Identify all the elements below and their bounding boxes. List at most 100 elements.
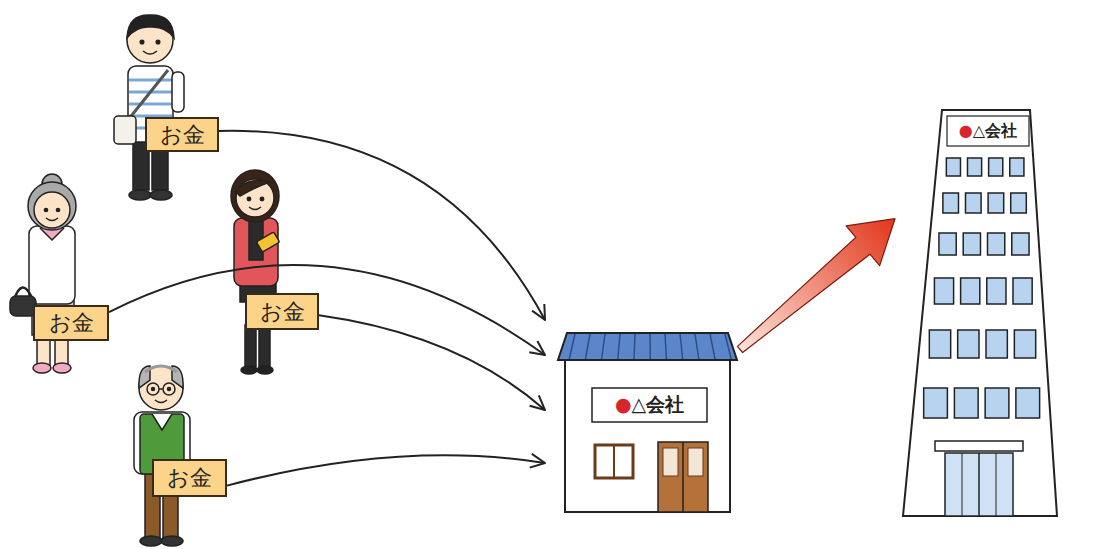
drawing-part xyxy=(962,453,963,516)
money-sign: お金 xyxy=(245,293,319,330)
grandmother-part xyxy=(56,208,59,211)
woman-part xyxy=(236,179,274,217)
drawing-part xyxy=(967,158,981,176)
drawing-part xyxy=(565,360,730,512)
sign-text: お金 xyxy=(260,297,305,327)
grandfather-part xyxy=(140,536,162,546)
drawing-part xyxy=(996,453,997,516)
curve-line xyxy=(319,315,545,410)
drawing-part xyxy=(987,278,1006,304)
woman-part xyxy=(245,325,256,367)
woman-part xyxy=(259,325,270,367)
grandfather-part xyxy=(152,388,155,391)
drawing-part xyxy=(1016,388,1040,418)
woman-part xyxy=(231,170,279,222)
grandmother-part xyxy=(44,208,47,211)
drawing-part xyxy=(1013,278,1032,304)
money-flow-arrow xyxy=(227,454,545,486)
drawing-part xyxy=(929,330,950,358)
drawing-part xyxy=(618,334,620,359)
grandmother-part xyxy=(33,363,51,373)
company-name: ●△会社 xyxy=(959,121,1017,142)
grandmother-part xyxy=(34,192,70,228)
drawing-part xyxy=(725,334,731,359)
young-man-part xyxy=(150,190,172,200)
drawing-part xyxy=(987,233,1004,255)
grandfather-part xyxy=(145,366,177,372)
curve-line xyxy=(109,265,545,355)
young-man-part xyxy=(129,79,172,82)
grandmother-part xyxy=(53,363,71,373)
woman-part xyxy=(236,180,270,196)
grandfather-part xyxy=(168,388,171,391)
drawing-part xyxy=(695,334,699,359)
drawing-part xyxy=(947,116,1029,146)
drawing-part xyxy=(613,445,615,478)
young-man-part xyxy=(156,40,160,44)
drawing-part xyxy=(665,334,666,359)
drawing-part xyxy=(710,334,715,359)
drawing-part xyxy=(602,334,605,359)
arrow-head xyxy=(532,304,545,320)
grandfather-part xyxy=(161,536,183,546)
curve-line xyxy=(219,131,545,320)
grandfather xyxy=(134,366,190,546)
woman-part xyxy=(256,232,279,252)
large-company: ●△会社 xyxy=(895,108,1060,518)
grandmother-part xyxy=(29,226,75,304)
grandfather-part xyxy=(139,366,183,410)
arrow-head xyxy=(530,395,545,410)
drawing-part xyxy=(934,278,953,304)
drawing-part xyxy=(688,448,703,476)
young-man-part xyxy=(129,190,151,200)
woman-part xyxy=(241,366,257,374)
young-man-part xyxy=(143,51,157,54)
drawing-part xyxy=(680,334,683,359)
money-sign: お金 xyxy=(33,305,109,341)
drawing-part xyxy=(958,330,979,358)
money-sign: お金 xyxy=(152,459,227,497)
money-flow-arrow xyxy=(109,265,545,355)
arrow-head xyxy=(529,341,545,355)
grandfather-part xyxy=(163,383,175,395)
drawing-part xyxy=(682,442,684,512)
young-man-part xyxy=(129,103,172,106)
young-man-part xyxy=(172,72,184,112)
drawing-part xyxy=(943,193,959,213)
woman-part xyxy=(249,207,261,210)
company-name: ●△会社 xyxy=(615,392,684,418)
drawing-part xyxy=(903,110,1057,516)
drawing-part xyxy=(963,233,980,255)
young-man-part xyxy=(128,70,168,120)
drawing-part xyxy=(585,334,590,359)
drawing-part xyxy=(663,448,678,476)
drawing-part xyxy=(946,158,960,176)
drawing-part xyxy=(985,388,1009,418)
drawing-part xyxy=(649,334,651,359)
young-man-part xyxy=(140,40,144,44)
grandmother-part xyxy=(28,182,76,230)
curve-line xyxy=(227,455,545,485)
drawing-part xyxy=(965,193,981,213)
sign-text: お金 xyxy=(167,463,212,493)
grandmother xyxy=(10,174,76,373)
drawing-part xyxy=(939,233,956,255)
drawing-part xyxy=(924,388,948,418)
drawing-part xyxy=(954,388,978,418)
young-man xyxy=(114,15,184,200)
grandfather-part xyxy=(155,400,167,403)
money-sign: お金 xyxy=(145,117,219,152)
drawing-part xyxy=(592,388,707,422)
grandfather-part xyxy=(147,383,159,395)
sign-text: お金 xyxy=(49,308,94,338)
young-man-part xyxy=(114,116,136,144)
drawing-part xyxy=(1012,233,1029,255)
grandmother-part xyxy=(46,218,58,221)
drawing-part xyxy=(935,441,1023,451)
drawing-part xyxy=(988,193,1004,213)
drawing-part xyxy=(989,158,1003,176)
woman-part xyxy=(260,197,263,200)
tall-building xyxy=(895,108,1060,518)
